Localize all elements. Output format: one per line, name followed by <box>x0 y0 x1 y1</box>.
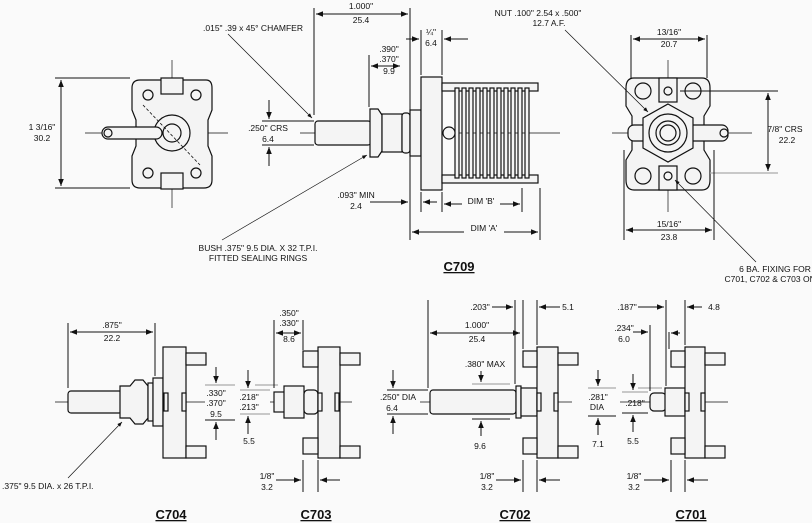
dia-mm: 9.5 <box>210 409 222 419</box>
length-max-inch: .350" <box>279 308 299 318</box>
model-label-c703: C703 <box>300 507 331 522</box>
shaft-dia-mm: 6.4 <box>386 403 398 413</box>
c703-view: .330" .370" 9.5 .218" .213" 5.5 .350" .3… <box>205 308 361 522</box>
model-label-c702: C702 <box>499 507 530 522</box>
shaft-max-inch: .218" <box>239 392 259 402</box>
model-label-c709: C709 <box>443 259 474 274</box>
fixing-note-line-1: 6 BA. FIXING FOR <box>739 264 811 274</box>
shaft-min-inch: .213" <box>239 402 259 412</box>
length-inch: .875" <box>102 320 122 330</box>
dia-inch: .281" <box>588 392 608 402</box>
width-inch: 13/16" <box>657 27 681 37</box>
bush-note-line-1: BUSH .375" 9.5 DIA. X 32 T.P.I. <box>199 243 318 253</box>
c709-side-view: 1.000" 25.4 ¼" 6.4 .390" .370" 9.9 .015"… <box>199 1 560 274</box>
offset-inch: .203" <box>470 302 490 312</box>
quarter-mm: 6.4 <box>425 38 437 48</box>
shaft-crs-inch: .250" CRS <box>248 123 288 133</box>
c701-view: .281" DIA 7.1 .218" 5.5 .234" 6.0 .187" … <box>588 300 728 522</box>
shaft-dia-inch: .218" <box>625 398 645 408</box>
wafer-stack <box>454 87 530 179</box>
length-mm: 8.6 <box>283 334 295 344</box>
dia-mm: 7.1 <box>592 439 604 449</box>
fixing-crs-mm: 22.2 <box>779 135 796 145</box>
offset-inch: .187" <box>617 302 637 312</box>
body-width-inch: 15/16" <box>657 219 681 229</box>
fixing-note-line-2: C701, C702 & C703 ONLY <box>725 274 812 284</box>
quarter-inch: ¼" <box>426 27 436 37</box>
model-label-c701: C701 <box>675 507 706 522</box>
height-inch: 1 3/16" <box>29 122 56 132</box>
fixing-crs-inch: 7/8" CRS <box>767 124 802 134</box>
dia-word: DIA <box>590 402 605 412</box>
nut-note-line-2: 12.7 A.F. <box>532 18 565 28</box>
max-dia-mm: 9.6 <box>474 441 486 451</box>
shaft-mm: 5.5 <box>243 436 255 446</box>
thickness-mm: 3.2 <box>481 482 493 492</box>
bush-length-mm: 9.9 <box>383 66 395 76</box>
tip-length-inch: .234" <box>614 323 634 333</box>
min-mm: 2.4 <box>350 201 362 211</box>
offset-mm: 5.1 <box>562 302 574 312</box>
bush-length-min: .370" <box>379 54 399 64</box>
length-min-inch: .330" <box>279 318 299 328</box>
max-dia-inch: .380" MAX <box>465 359 506 369</box>
thickness-inch: 1/8" <box>480 471 495 481</box>
shaft-crs-mm: 6.4 <box>262 134 274 144</box>
thread-note: .375" 9.5 DIA. x 26 T.P.I. <box>2 481 94 491</box>
length-inch: 1.000" <box>465 320 489 330</box>
tip-length-mm: 6.0 <box>618 334 630 344</box>
dim-a: DIM 'A' <box>471 223 498 233</box>
min-inch: .093" MIN <box>337 190 375 200</box>
length-inch: 1.000" <box>349 1 373 11</box>
length-mm: 25.4 <box>469 334 486 344</box>
bush-note-line-2: FITTED SEALING RINGS <box>209 253 308 263</box>
chamfer-note: .015" .39 x 45° CHAMFER <box>203 23 303 33</box>
c704-view: .875" 22.2 .375" 9.5 DIA. x 26 T.P.I. C7… <box>2 320 207 522</box>
bush-length-max: .390" <box>379 44 399 54</box>
dim-b: DIM 'B' <box>468 196 495 206</box>
shaft-dia-inch: .250" DIA <box>380 392 416 402</box>
width-mm: 20.7 <box>661 39 678 49</box>
c709-rear-view: NUT .100" 2.54 x .500" 12.7 A.F. 13/16" … <box>495 8 812 284</box>
c702-view: .250" DIA 6.4 1.000" 25.4 .203" 5.1 .380… <box>380 300 579 522</box>
body-width-mm: 23.8 <box>661 232 678 242</box>
thickness-inch: 1/8" <box>627 471 642 481</box>
model-label-c704: C704 <box>155 507 187 522</box>
dia-max-inch: .330" <box>206 388 226 398</box>
offset-mm: 4.8 <box>708 302 720 312</box>
nut-note-line-1: NUT .100" 2.54 x .500" <box>495 8 582 18</box>
shaft-dia-mm: 5.5 <box>627 436 639 446</box>
length-mm: 22.2 <box>104 333 121 343</box>
height-mm: 30.2 <box>34 133 51 143</box>
thickness-mm: 3.2 <box>261 482 273 492</box>
dia-min-inch: .370" <box>206 398 226 408</box>
length-mm: 25.4 <box>353 15 370 25</box>
c709-front-view: 1 3/16" 30.2 <box>29 60 228 208</box>
thickness-mm: 3.2 <box>628 482 640 492</box>
thickness-inch: 1/8" <box>260 471 275 481</box>
